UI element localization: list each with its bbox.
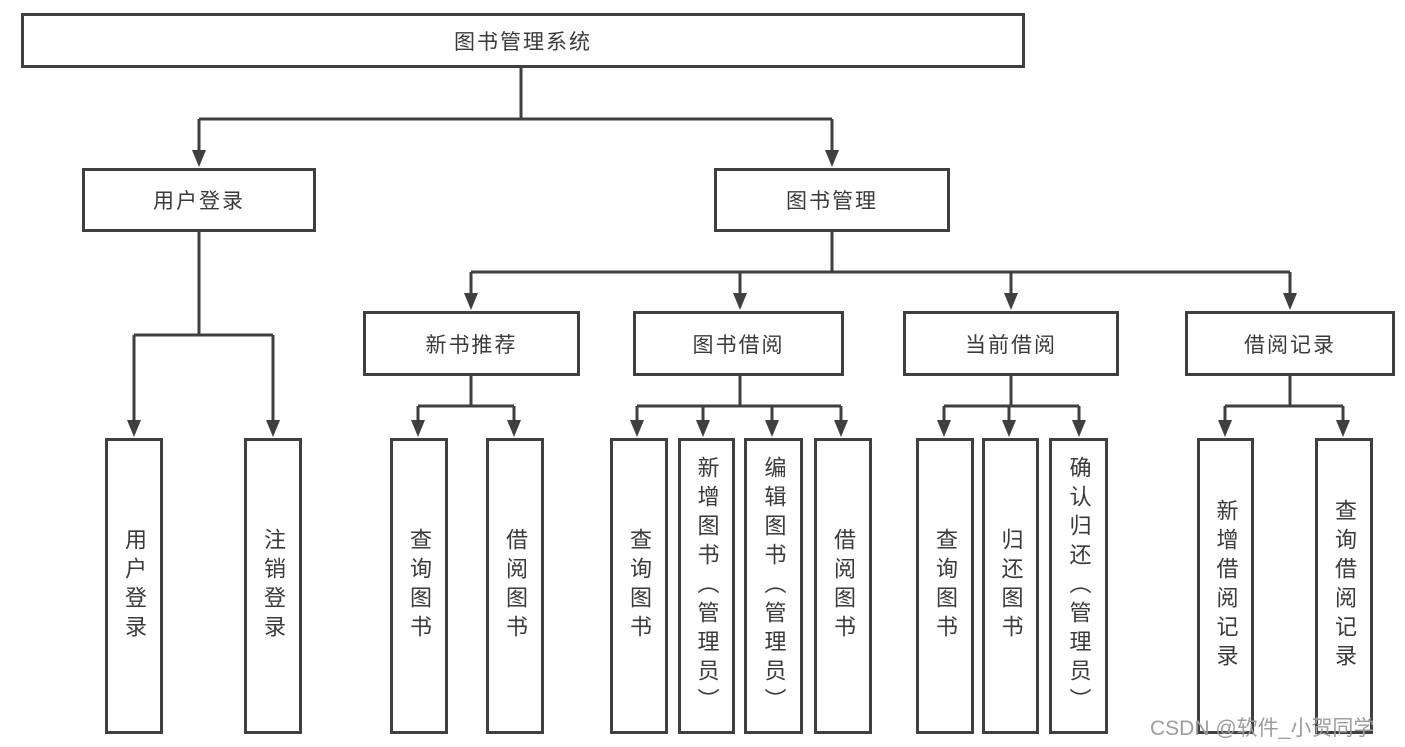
node-book-borrowing: 图书借阅: [633, 311, 844, 376]
leaf-recommend-query-books: 查询图书: [390, 438, 448, 734]
edge-recommend-children: [416, 376, 516, 422]
edge-records-children: [1223, 376, 1345, 422]
arrowhead: [733, 293, 747, 310]
leaf-borrowing-borrow-books: 借阅图书: [814, 438, 872, 734]
leaf-records-add-record: 新增借阅记录: [1197, 438, 1254, 734]
arrowhead: [411, 420, 425, 437]
arrowhead: [1283, 293, 1297, 310]
arrowhead: [507, 420, 521, 437]
edge-root-to-level2: [197, 68, 834, 152]
node-borrowing-records: 借阅记录: [1185, 311, 1395, 376]
edge-book-management-children: [469, 232, 1292, 295]
arrowhead: [1004, 293, 1018, 310]
arrowhead: [834, 420, 848, 437]
edge-current-children: [942, 376, 1081, 422]
leaf-recommend-borrow-books: 借阅图书: [486, 438, 544, 734]
leaf-logout: 注销登录: [244, 438, 302, 734]
arrowhead: [937, 420, 951, 437]
node-book-management: 图书管理: [714, 168, 950, 232]
leaf-borrowing-edit-books-admin: 编辑图书（管理员）: [744, 438, 803, 734]
arrowhead: [765, 420, 779, 437]
node-new-book-recommend: 新书推荐: [363, 311, 580, 376]
edge-user-login-children: [132, 232, 275, 422]
leaf-user-login: 用户登录: [105, 438, 163, 734]
node-user-login: 用户登录: [82, 168, 316, 232]
arrowhead: [1002, 420, 1016, 437]
leaf-records-query-record: 查询借阅记录: [1315, 438, 1373, 734]
edge-borrowing-children: [635, 376, 843, 422]
arrowhead: [127, 420, 141, 437]
watermark: CSDN @软件_小贺同学: [1150, 717, 1375, 740]
node-root: 图书管理系统: [21, 13, 1025, 68]
arrowhead: [266, 420, 280, 437]
leaf-current-return-books: 归还图书: [982, 438, 1039, 734]
arrowhead: [192, 150, 206, 167]
leaf-current-confirm-return-admin: 确认归还（管理员）: [1049, 438, 1108, 734]
node-current-borrowing: 当前借阅: [903, 311, 1119, 376]
arrowhead: [696, 420, 710, 437]
arrowhead: [825, 150, 839, 167]
leaf-current-query-books: 查询图书: [916, 438, 974, 734]
arrowhead: [630, 420, 644, 437]
arrowhead: [1218, 420, 1232, 437]
leaf-borrowing-add-books-admin: 新增图书（管理员）: [678, 438, 735, 734]
leaf-borrowing-query-books: 查询图书: [610, 438, 668, 734]
arrowhead: [1072, 420, 1086, 437]
arrowhead: [1336, 420, 1350, 437]
arrowhead: [464, 293, 478, 310]
